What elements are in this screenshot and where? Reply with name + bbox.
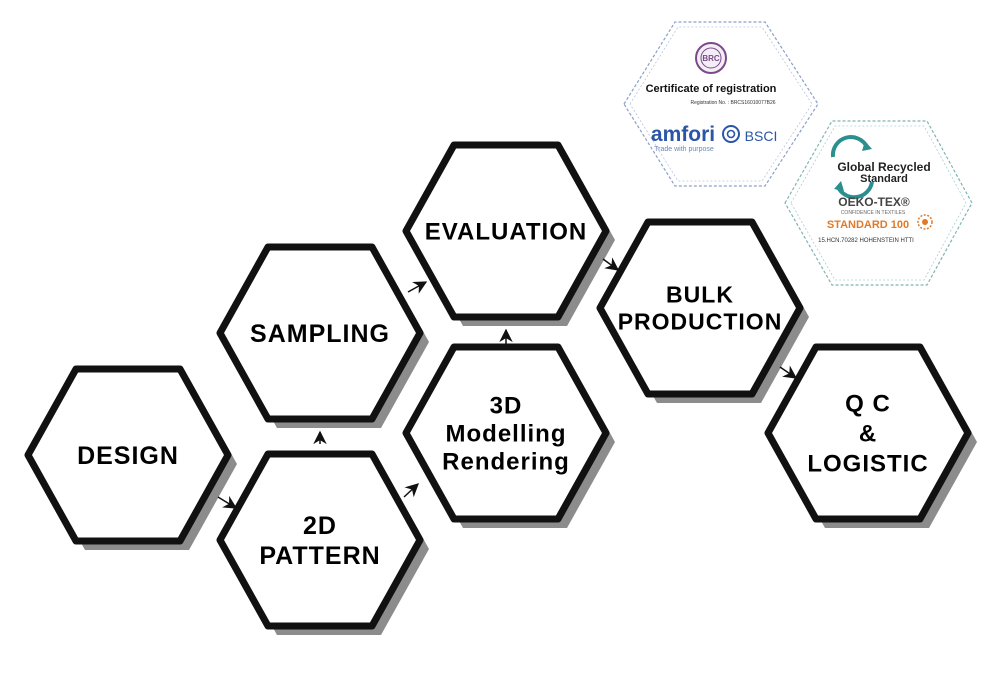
arrow-pattern-to-modelling <box>403 483 419 498</box>
step-pattern-label-line: 2D <box>303 512 337 540</box>
brc-seal-icon <box>695 42 727 74</box>
arrow-bulk-to-qc <box>779 365 798 379</box>
step-design: DESIGN <box>24 365 237 550</box>
step-evaluation-label-line: EVALUATION <box>425 218 587 245</box>
step-evaluation: EVALUATION <box>402 141 615 326</box>
certificate-grs-oeko: Global Recycled Standard OEKO-TEX® CONFI… <box>784 120 973 286</box>
oeko-flower-icon <box>917 214 933 230</box>
step-sampling: SAMPLING <box>216 243 429 428</box>
step-sampling-label-line: SAMPLING <box>250 320 390 348</box>
step-qc-label-line: LOGISTIC <box>807 450 928 477</box>
recycle-arrows-icon <box>830 135 874 200</box>
oeko-tex-certificate-number: 15.HCN.70282 HOHENSTEIN HTTI <box>818 238 914 244</box>
step-design-hexagon <box>24 365 232 545</box>
step-sampling-hexagon <box>216 243 424 423</box>
brc-seal-text: BRC <box>702 54 720 63</box>
step-modelling-hexagon <box>402 343 610 523</box>
step-bulk-label-line: PRODUCTION <box>618 309 783 335</box>
arrow-design-to-pattern <box>217 495 238 509</box>
step-qc-label-line: Q C <box>845 390 891 417</box>
amfori-tagline: Trade with purpose <box>654 146 714 153</box>
certificate-registration: Registration No. : BRCS16010077B26 <box>690 100 775 106</box>
oeko-tex-brand: OEKO-TEX® <box>838 195 910 209</box>
step-qc-label-line: & <box>859 420 877 447</box>
step-bulk-hexagon <box>596 218 804 398</box>
amfori-brand: amfori <box>651 123 715 146</box>
step-design-label-line: DESIGN <box>77 442 179 470</box>
step-pattern-hexagon <box>216 450 424 630</box>
step-pattern-label-line: PATTERN <box>259 542 380 570</box>
certificate-grs-oeko-inner-border <box>790 125 967 281</box>
grs-title-line1: Global Recycled <box>837 160 930 174</box>
certificate-heading: Certificate of registration <box>646 83 777 95</box>
oeko-tex-standard: STANDARD 100 <box>827 219 909 231</box>
oeko-tex-subtitle: CONFIDENCE IN TEXTILES <box>841 210 906 216</box>
arrow-sampling-to-evaluation <box>407 281 428 294</box>
grs-title-line2: Standard <box>860 173 908 185</box>
step-bulk-label-line: BULK <box>666 282 734 308</box>
certificate-grs-oeko-border <box>784 120 973 286</box>
step-evaluation-hexagon <box>402 141 610 321</box>
step-qc: Q C & LOGISTIC <box>764 343 977 528</box>
bsci-label: BSCI <box>745 128 778 144</box>
certificate-bsci-border <box>623 21 819 187</box>
step-modelling-label-line: Rendering <box>442 448 570 475</box>
step-modelling-label-line: 3D <box>490 392 523 419</box>
flow-arrows <box>217 257 798 509</box>
step-modelling-label-line: Modelling <box>446 420 567 447</box>
arrow-evaluation-to-bulk <box>602 257 620 271</box>
certificate-bsci: BRC Certificate of registration Registra… <box>623 21 819 187</box>
step-qc-hexagon <box>764 343 972 523</box>
amfori-logo-icon <box>722 125 740 143</box>
